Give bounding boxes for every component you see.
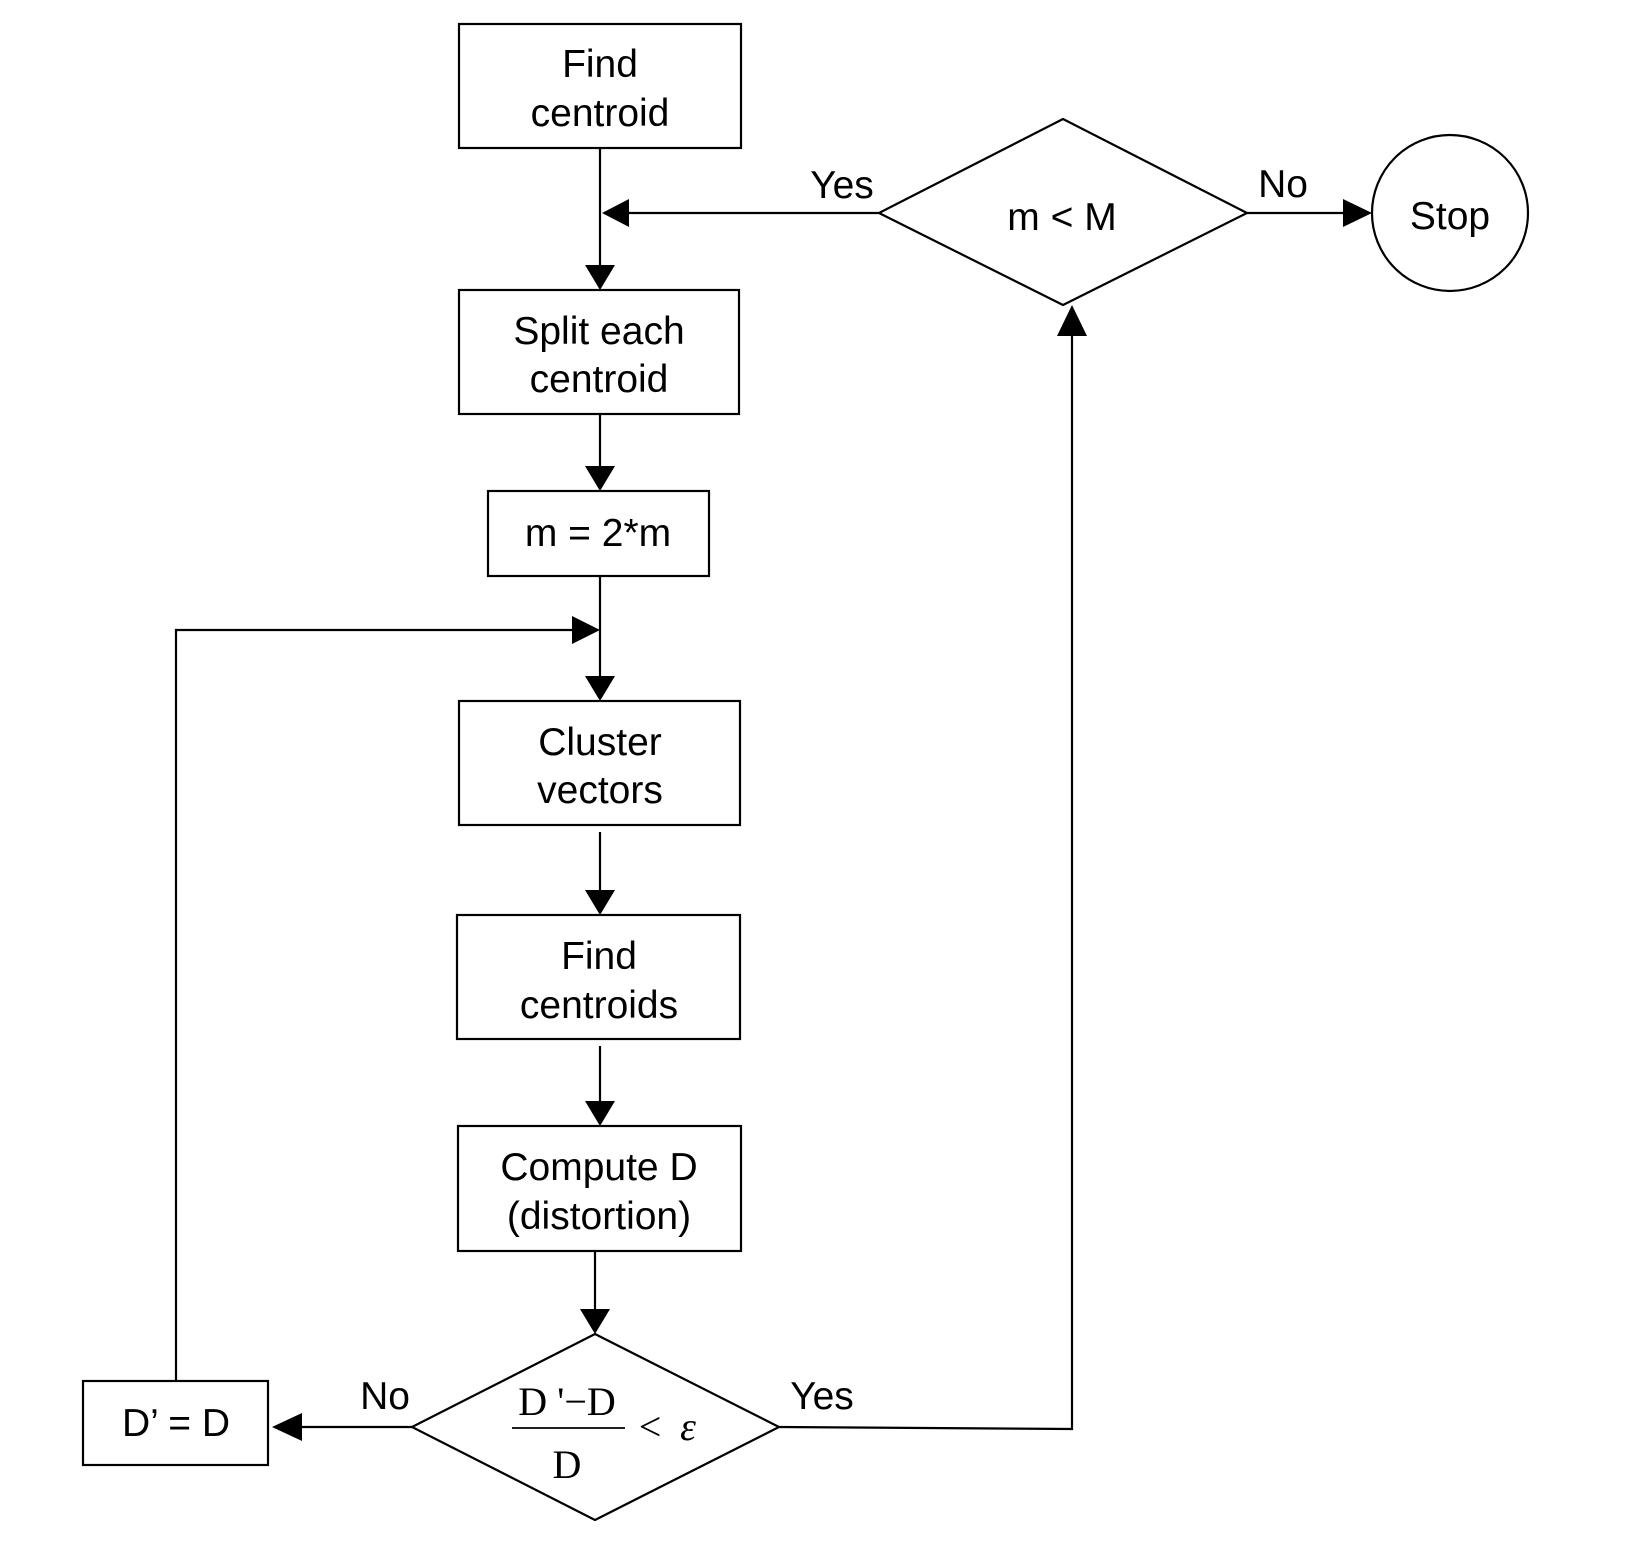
compute-d-label-line2: (distortion)	[507, 1195, 691, 1238]
decision-convergence: D '−D D < ε	[409, 1332, 782, 1522]
cluster-vectors-box: Cluster vectors	[457, 699, 742, 827]
find-centroid-box: Find centroid	[457, 22, 743, 150]
d-prime-assign-label: D’ = D	[122, 1402, 230, 1445]
arrowhead-mM-no	[1343, 199, 1372, 227]
arrowhead-conv-no	[272, 1413, 302, 1441]
label-mM-yes: Yes	[810, 164, 874, 207]
compute-d-box: Compute D (distortion)	[456, 1124, 743, 1253]
decision-m-less-M-label: m < M	[1007, 196, 1116, 239]
label-mM-no: No	[1258, 163, 1308, 206]
m-double-box: m = 2*m	[486, 489, 711, 578]
find-centroid-label-line1: Find	[562, 43, 638, 86]
split-centroid-label-line1: Split each	[513, 310, 684, 353]
formula-epsilon: ε	[680, 1404, 696, 1449]
arrowhead-findcentroids-to-compute	[585, 1101, 615, 1126]
split-centroid-label-line2: centroid	[530, 358, 669, 401]
m-double-label: m = 2*m	[525, 512, 671, 555]
arrowhead-cluster-to-findcentroids	[585, 890, 615, 915]
compute-d-label-line1: Compute D	[500, 1146, 697, 1189]
decision-m-less-M: m < M	[876, 117, 1250, 307]
formula-denominator: D	[553, 1442, 582, 1487]
find-centroids-box: Find centroids	[455, 913, 742, 1041]
formula-numerator: D '−D	[518, 1379, 616, 1424]
arrowhead-mdouble-to-cluster	[585, 676, 615, 701]
arrowhead-split-to-mdouble	[585, 466, 615, 491]
arrowhead-conv-yes	[1057, 305, 1087, 336]
arrowhead-dprime-loop	[572, 616, 600, 644]
find-centroids-label-line2: centroids	[520, 984, 678, 1027]
cluster-vectors-label-line2: vectors	[537, 769, 663, 812]
arrowhead-find-to-split	[585, 265, 615, 290]
stop-label: Stop	[1410, 195, 1490, 238]
formula-relation: <	[639, 1404, 662, 1449]
cluster-vectors-label-line1: Cluster	[538, 721, 662, 764]
label-conv-no: No	[360, 1375, 410, 1418]
arrowhead-compute-to-decision	[580, 1309, 610, 1334]
label-conv-yes: Yes	[790, 1375, 854, 1418]
edge-conv-yes	[778, 336, 1074, 1431]
arrowhead-mM-yes	[602, 199, 629, 227]
stop-terminal: Stop	[1370, 133, 1530, 293]
find-centroids-label-line1: Find	[561, 935, 637, 978]
d-prime-assign-box: D’ = D	[81, 1379, 270, 1467]
split-centroid-box: Split each centroid	[457, 288, 741, 416]
edge-dprime-loop	[174, 628, 573, 1381]
find-centroid-label-line2: centroid	[531, 92, 670, 135]
